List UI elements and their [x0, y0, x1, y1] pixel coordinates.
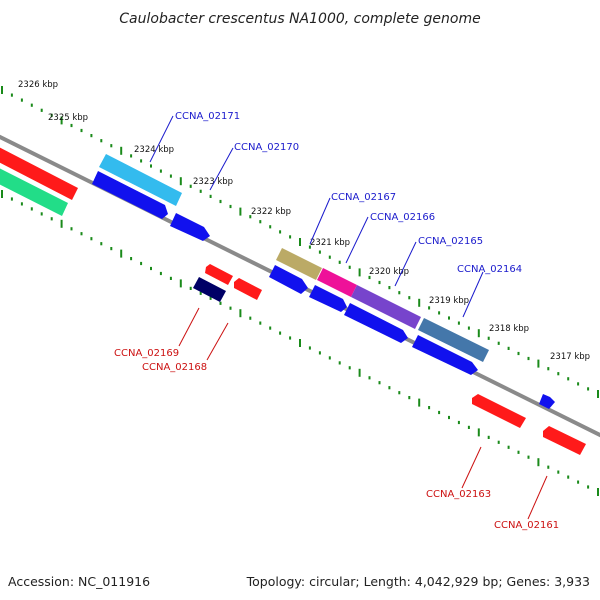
kbp-label: 2318 kbp — [489, 324, 529, 334]
gene-label: CCNA_02163 — [426, 489, 491, 500]
gene-label: CCNA_02161 — [494, 520, 559, 531]
map-title: Caulobacter crescentus NA1000, complete … — [119, 11, 480, 27]
gene-label: CCNA_02169 — [114, 348, 179, 359]
gene-label: CCNA_02166 — [370, 212, 435, 223]
gene-feature — [0, 168, 68, 216]
kbp-label: 2326 kbp — [18, 80, 58, 90]
gene-feature — [99, 154, 182, 206]
topology-text: Topology: circular; Length: 4,042,929 bp… — [246, 574, 590, 589]
gene-label: CCNA_02164 — [457, 264, 522, 275]
gene-feature — [344, 303, 408, 343]
kbp-label: 2321 kbp — [310, 238, 350, 248]
gene-label: CCNA_02165 — [418, 236, 483, 247]
inner-tick-track — [1, 190, 599, 496]
gene-label: CCNA_02168 — [142, 362, 207, 373]
gene-labels: CCNA_02171 CCNA_02170 CCNA_02167 CCNA_02… — [114, 111, 559, 531]
outer-tick-track — [1, 86, 599, 398]
gene-feature — [351, 285, 421, 329]
gene-features — [0, 147, 586, 455]
gene-feature — [92, 171, 168, 219]
gene-feature — [0, 147, 78, 200]
gene-feature — [234, 278, 262, 300]
kbp-label: 2322 kbp — [251, 207, 291, 217]
gene-feature — [412, 335, 478, 375]
gene-feature — [269, 265, 308, 294]
kbp-scale: 2326 kbp 2325 kbp 2324 kbp 2323 kbp 2322… — [18, 80, 590, 362]
kbp-label: 2317 kbp — [550, 352, 590, 362]
gene-label: CCNA_02167 — [331, 192, 396, 203]
kbp-label: 2324 kbp — [134, 145, 174, 155]
accession-text: Accession: NC_011916 — [8, 574, 150, 589]
gene-feature — [418, 318, 489, 362]
kbp-label: 2325 kbp — [48, 113, 88, 123]
gene-feature — [472, 394, 526, 428]
gene-label: CCNA_02171 — [175, 111, 240, 122]
gene-feature — [193, 277, 226, 302]
gene-feature — [309, 285, 347, 312]
gene-feature — [205, 264, 233, 285]
gene-feature — [539, 394, 555, 409]
kbp-label: 2320 kbp — [369, 267, 409, 277]
label-leaders — [149, 115, 548, 520]
kbp-label: 2323 kbp — [193, 177, 233, 187]
kbp-label: 2319 kbp — [429, 296, 469, 306]
gene-feature — [276, 248, 322, 280]
gene-feature — [317, 268, 357, 297]
gene-feature — [170, 213, 210, 241]
gene-feature — [543, 426, 586, 455]
gene-label: CCNA_02170 — [234, 142, 299, 153]
